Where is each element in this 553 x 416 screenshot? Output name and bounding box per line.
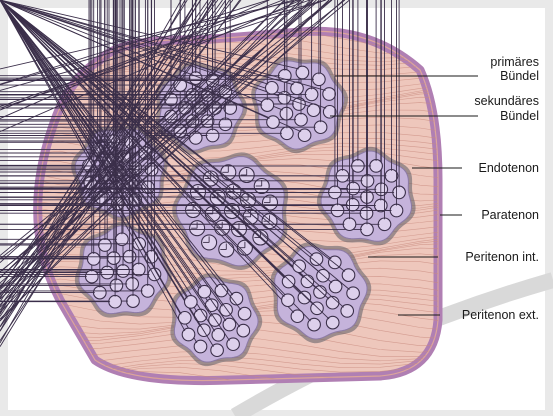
label-secondary-line2: Bündel xyxy=(500,109,539,123)
label-primary-line1: primäres xyxy=(490,55,539,69)
plus-cross-fibril-icon xyxy=(219,242,234,257)
label-peritenon-ext: Peritenon ext. xyxy=(462,308,539,322)
label-peritenon-int: Peritenon int. xyxy=(465,250,539,264)
label-primary-line2: Bündel xyxy=(500,69,539,83)
plus-cross-fibril-icon xyxy=(221,165,236,180)
label-paratenon: Paratenon xyxy=(481,208,539,222)
plus-cross-fibril-icon xyxy=(239,168,254,183)
plus-cross-fibril-icon xyxy=(205,206,220,221)
plus-cross-fibril-icon xyxy=(202,235,217,250)
label-secondary-line1: sekundäres xyxy=(474,94,539,108)
label-endotenon: Endotenon xyxy=(479,161,540,175)
plus-cross-fibril-icon xyxy=(190,221,205,236)
